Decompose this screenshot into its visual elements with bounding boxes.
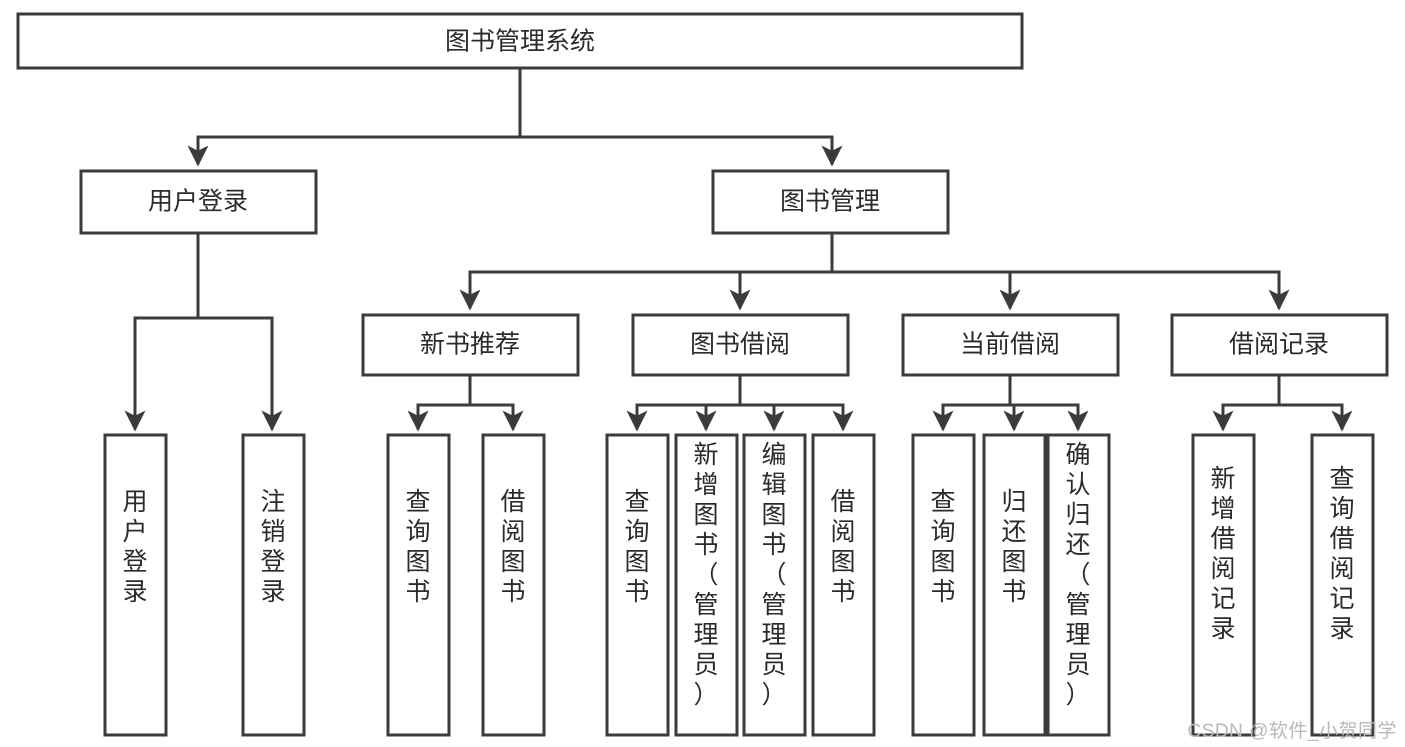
node-leaf-logout-login-box[interactable]	[241, 433, 306, 737]
node-book-management-label: 图书管理	[780, 188, 880, 216]
node-leaf-confirm-return-box[interactable]	[1046, 433, 1111, 737]
node-leaf-user-login-box[interactable]	[103, 433, 168, 737]
node-current-borrow-box[interactable]	[901, 313, 1120, 377]
node-leaf-add-book-label: 新增图书（管理员）	[693, 441, 718, 709]
node-leaf-borrow-book-1-label: 借阅图书	[500, 488, 525, 606]
node-leaf-edit-book-box[interactable]	[742, 433, 807, 737]
node-leaf-edit-book[interactable]: 编辑图书（管理员）	[742, 433, 807, 737]
node-leaf-query-book-3-label: 查询图书	[930, 488, 955, 606]
node-leaf-confirm-return-label: 确认归还（管理员）	[1065, 441, 1090, 709]
node-leaf-query-record-label: 查询借阅记录	[1329, 465, 1354, 643]
connector-group	[124, 66, 1353, 432]
node-root-box[interactable]	[16, 12, 1024, 70]
node-leaf-query-book-3-box[interactable]	[911, 433, 976, 737]
node-leaf-query-book-3[interactable]: 查询图书	[911, 433, 976, 737]
node-leaf-add-record[interactable]: 新增借阅记录	[1191, 433, 1256, 737]
node-user-login-box[interactable]	[79, 169, 318, 235]
node-new-book-recommend-box[interactable]	[361, 313, 580, 377]
node-leaf-logout-login[interactable]: 注销登录	[241, 433, 306, 737]
connector-book-management-bus	[468, 231, 1281, 274]
node-book-management-box[interactable]	[711, 169, 950, 235]
node-leaf-borrow-book-2[interactable]: 借阅图书	[811, 433, 876, 737]
connector-current-bus	[941, 373, 1080, 407]
node-leaf-user-login[interactable]: 用户登录	[103, 433, 168, 737]
connector-record-bus	[1221, 373, 1344, 407]
node-book-borrow-label: 图书借阅	[690, 331, 790, 359]
node-leaf-borrow-book-1[interactable]: 借阅图书	[481, 433, 546, 737]
node-leaf-borrow-book-1-box[interactable]	[481, 433, 546, 737]
node-borrow-record-box[interactable]	[1170, 313, 1389, 377]
connector-root-bus	[196, 66, 834, 139]
node-leaf-add-book[interactable]: 新增图书（管理员）	[674, 433, 739, 737]
node-root[interactable]: 图书管理系统	[16, 12, 1024, 70]
connector-user-login-bus	[133, 231, 274, 320]
node-leaf-query-record[interactable]: 查询借阅记录	[1310, 433, 1375, 737]
node-leaf-add-record-box[interactable]	[1191, 433, 1256, 737]
node-leaf-query-book-1-box[interactable]	[386, 433, 451, 737]
node-leaf-user-login-label: 用户登录	[122, 488, 147, 606]
node-root-label: 图书管理系统	[445, 28, 595, 56]
node-leaf-query-record-box[interactable]	[1310, 433, 1375, 737]
node-leaf-query-book-1[interactable]: 查询图书	[386, 433, 451, 737]
node-current-borrow[interactable]: 当前借阅	[901, 313, 1120, 377]
connector-recommend-bus	[416, 373, 515, 407]
node-current-borrow-label: 当前借阅	[960, 331, 1060, 359]
node-new-book-recommend-label: 新书推荐	[420, 331, 520, 359]
node-leaf-edit-book-label: 编辑图书（管理员）	[761, 441, 786, 709]
node-book-management[interactable]: 图书管理	[711, 169, 950, 235]
node-leaf-query-book-2-label: 查询图书	[624, 488, 649, 606]
node-leaf-add-record-label: 新增借阅记录	[1210, 465, 1235, 643]
node-new-book-recommend[interactable]: 新书推荐	[361, 313, 580, 377]
node-leaf-query-book-2[interactable]: 查询图书	[605, 433, 670, 737]
node-user-login[interactable]: 用户登录	[79, 169, 318, 235]
node-leaf-query-book-1-label: 查询图书	[405, 488, 430, 606]
node-leaf-logout-login-label: 注销登录	[260, 488, 285, 606]
node-leaf-return-book-label: 归还图书	[1001, 488, 1026, 606]
node-leaf-add-book-box[interactable]	[674, 433, 739, 737]
node-borrow-record-label: 借阅记录	[1229, 331, 1329, 359]
node-leaf-borrow-book-2-label: 借阅图书	[830, 488, 855, 606]
node-leaf-confirm-return[interactable]: 确认归还（管理员）	[1046, 433, 1111, 737]
connector-borrow-bus	[635, 373, 845, 407]
node-book-borrow-box[interactable]	[631, 313, 850, 377]
node-user-login-label: 用户登录	[148, 188, 248, 216]
leaf-nodes-group: 用户登录 注销登录 查询图书 借阅图书 查询图书 新增图书（管理员）	[103, 433, 1375, 737]
node-leaf-query-book-2-box[interactable]	[605, 433, 670, 737]
node-leaf-return-book-box[interactable]	[982, 433, 1047, 737]
node-leaf-return-book[interactable]: 归还图书	[982, 433, 1047, 737]
node-leaf-borrow-book-2-box[interactable]	[811, 433, 876, 737]
node-book-borrow[interactable]: 图书借阅	[631, 313, 850, 377]
node-borrow-record[interactable]: 借阅记录	[1170, 313, 1389, 377]
